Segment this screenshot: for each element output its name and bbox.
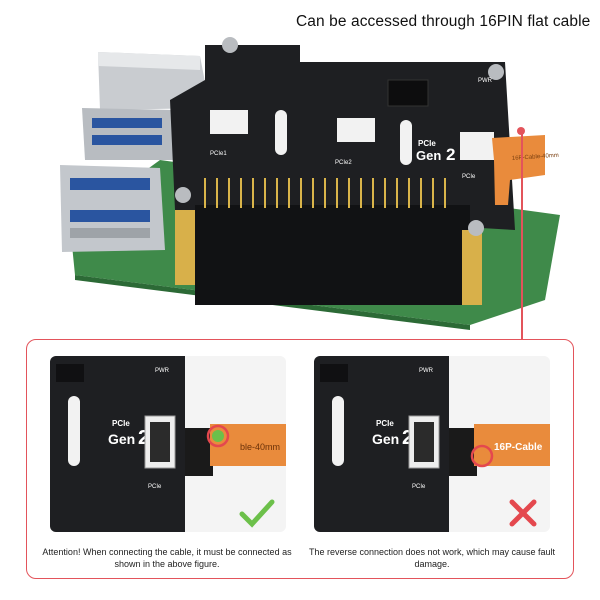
wrong-note: The reverse connection does not work, wh… bbox=[308, 547, 556, 569]
svg-text:PCIe1: PCIe1 bbox=[210, 151, 227, 157]
svg-text:PCIe: PCIe bbox=[376, 419, 394, 428]
usb-ports bbox=[60, 52, 210, 252]
board-title: PCIe TO 2-CH PCIe HAT bbox=[310, 54, 412, 64]
correct-connection-panel: PCIe Gen 2 PCIe PWR ble-40mm bbox=[50, 356, 286, 532]
svg-text:2: 2 bbox=[138, 427, 149, 449]
correct-note: Attention! When connecting the cable, it… bbox=[42, 547, 292, 569]
svg-text:PCIe2: PCIe2 bbox=[335, 160, 352, 166]
svg-text:2: 2 bbox=[446, 145, 455, 164]
svg-text:PCIe: PCIe bbox=[412, 484, 426, 490]
svg-text:Gen: Gen bbox=[416, 148, 441, 163]
svg-text:PCIe: PCIe bbox=[148, 484, 162, 490]
svg-text:PWR: PWR bbox=[478, 78, 493, 84]
svg-text:PCIe: PCIe bbox=[418, 139, 436, 148]
svg-text:2: 2 bbox=[402, 427, 413, 449]
svg-text:16P-Cable: 16P-Cable bbox=[494, 442, 543, 453]
screw-icon bbox=[222, 37, 238, 53]
header-pins bbox=[204, 178, 446, 208]
svg-text:16P-Cable-40mm: 16P-Cable-40mm bbox=[512, 153, 559, 162]
screw-icon bbox=[175, 187, 191, 203]
pcie2-connector bbox=[337, 118, 375, 142]
svg-text:ble-40mm: ble-40mm bbox=[240, 442, 280, 452]
svg-text:PWR: PWR bbox=[419, 368, 434, 374]
svg-text:PCIe: PCIe bbox=[112, 419, 130, 428]
callout-connector-line bbox=[521, 130, 523, 340]
pin-header-block bbox=[195, 205, 470, 305]
screw-icon bbox=[488, 64, 504, 80]
svg-text:Gen: Gen bbox=[372, 431, 399, 447]
flat-cable bbox=[492, 135, 545, 205]
pcie1-connector bbox=[210, 110, 248, 134]
screw-icon bbox=[468, 220, 484, 236]
header-caption: Can be accessed through 16PIN flat cable bbox=[296, 13, 591, 30]
hat-board-photo: PCIe TO 2-CH PCIe HAT PCIe1 PCIe2 PCIe P… bbox=[60, 37, 560, 330]
svg-text:PCIe: PCIe bbox=[462, 174, 476, 180]
pcie-connector bbox=[460, 132, 494, 160]
highlight-ring-icon bbox=[206, 424, 230, 448]
check-icon bbox=[239, 499, 275, 528]
chip bbox=[387, 79, 429, 107]
wrong-connection-panel: PCIe Gen 2 PCIe PWR 16P-Cable bbox=[314, 356, 550, 532]
highlight-ring-icon bbox=[470, 444, 494, 468]
cross-icon bbox=[509, 499, 537, 527]
svg-text:Gen: Gen bbox=[108, 431, 135, 447]
svg-text:PWR: PWR bbox=[155, 368, 170, 374]
